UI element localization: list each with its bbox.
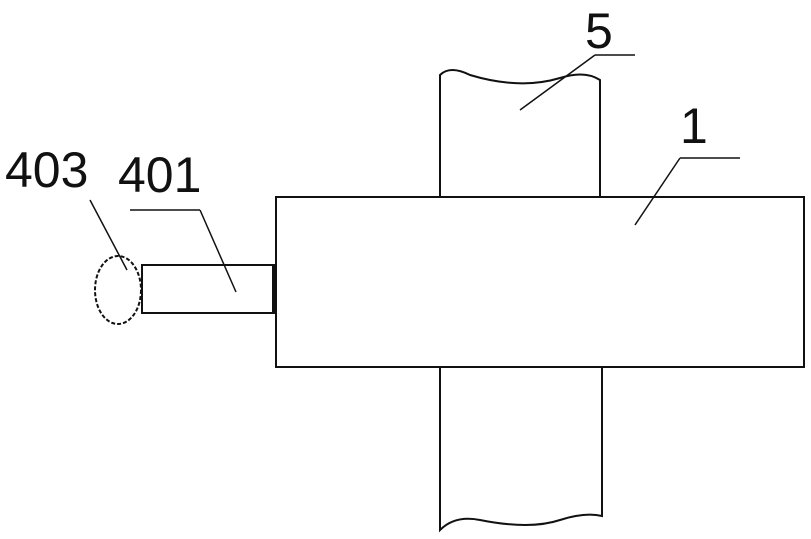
label-5: 5: [585, 3, 613, 59]
label-401: 401: [118, 147, 201, 203]
label-403: 403: [5, 142, 88, 198]
rod-401: [142, 265, 276, 313]
shaft-5: [440, 70, 602, 530]
body-1: [276, 197, 804, 367]
label-1: 1: [680, 98, 708, 154]
ball-403: [95, 256, 141, 324]
